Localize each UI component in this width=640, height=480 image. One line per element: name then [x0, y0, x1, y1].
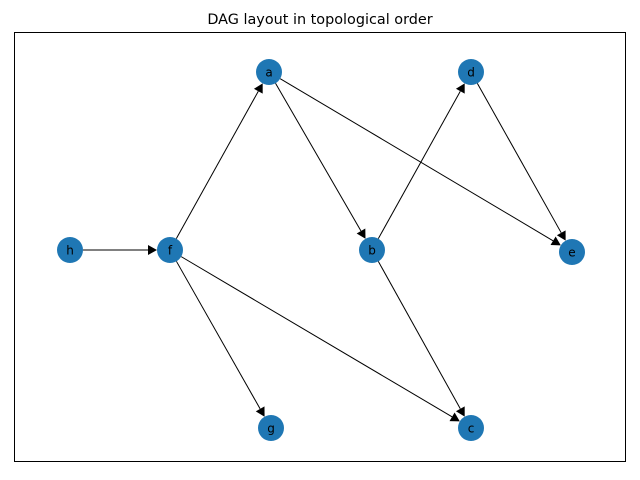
axes-frame — [14, 32, 626, 462]
graph-edge-b-d — [377, 90, 461, 239]
arrow-head-icon-a-e — [550, 236, 561, 246]
graph-edge-a-e — [279, 78, 554, 242]
node-circle-b[interactable] — [359, 237, 385, 263]
graph-edge-b-c — [377, 261, 461, 410]
graph-node-f[interactable]: f — [157, 237, 183, 263]
page-title: DAG layout in topological order — [207, 12, 433, 28]
arrow-head-icon-f-c — [449, 412, 460, 422]
edges-layer — [83, 78, 566, 422]
graph-edge-f-a — [175, 90, 259, 239]
arrow-head-icon-d-e — [556, 230, 566, 241]
arrow-head-icon-a-b — [356, 228, 366, 239]
graph-edge-d-e — [476, 83, 562, 234]
arrow-head-icon-h-f — [148, 245, 157, 255]
graph-node-g[interactable]: g — [258, 415, 284, 441]
graph-edge-a-b — [275, 82, 362, 232]
arrow-head-icon-b-c — [455, 406, 465, 417]
node-circle-d[interactable] — [458, 59, 484, 85]
graph-node-e[interactable]: e — [559, 239, 585, 265]
node-circle-c[interactable] — [458, 415, 484, 441]
graph-edge-f-g — [175, 261, 261, 410]
arrow-head-icon-f-a — [253, 83, 263, 94]
node-circle-a[interactable] — [256, 59, 282, 85]
graph-node-d[interactable]: d — [458, 59, 484, 85]
arrow-head-icon-f-g — [255, 406, 265, 417]
graph-node-b[interactable]: b — [359, 237, 385, 263]
graph-edge-f-c — [180, 256, 453, 418]
arrow-head-icon-b-d — [455, 83, 465, 94]
graph-node-a[interactable]: a — [256, 59, 282, 85]
node-circle-g[interactable] — [258, 415, 284, 441]
node-circle-e[interactable] — [559, 239, 585, 265]
graph-node-h[interactable]: h — [57, 237, 83, 263]
node-circle-h[interactable] — [57, 237, 83, 263]
graph-node-c[interactable]: c — [458, 415, 484, 441]
node-circle-f[interactable] — [157, 237, 183, 263]
